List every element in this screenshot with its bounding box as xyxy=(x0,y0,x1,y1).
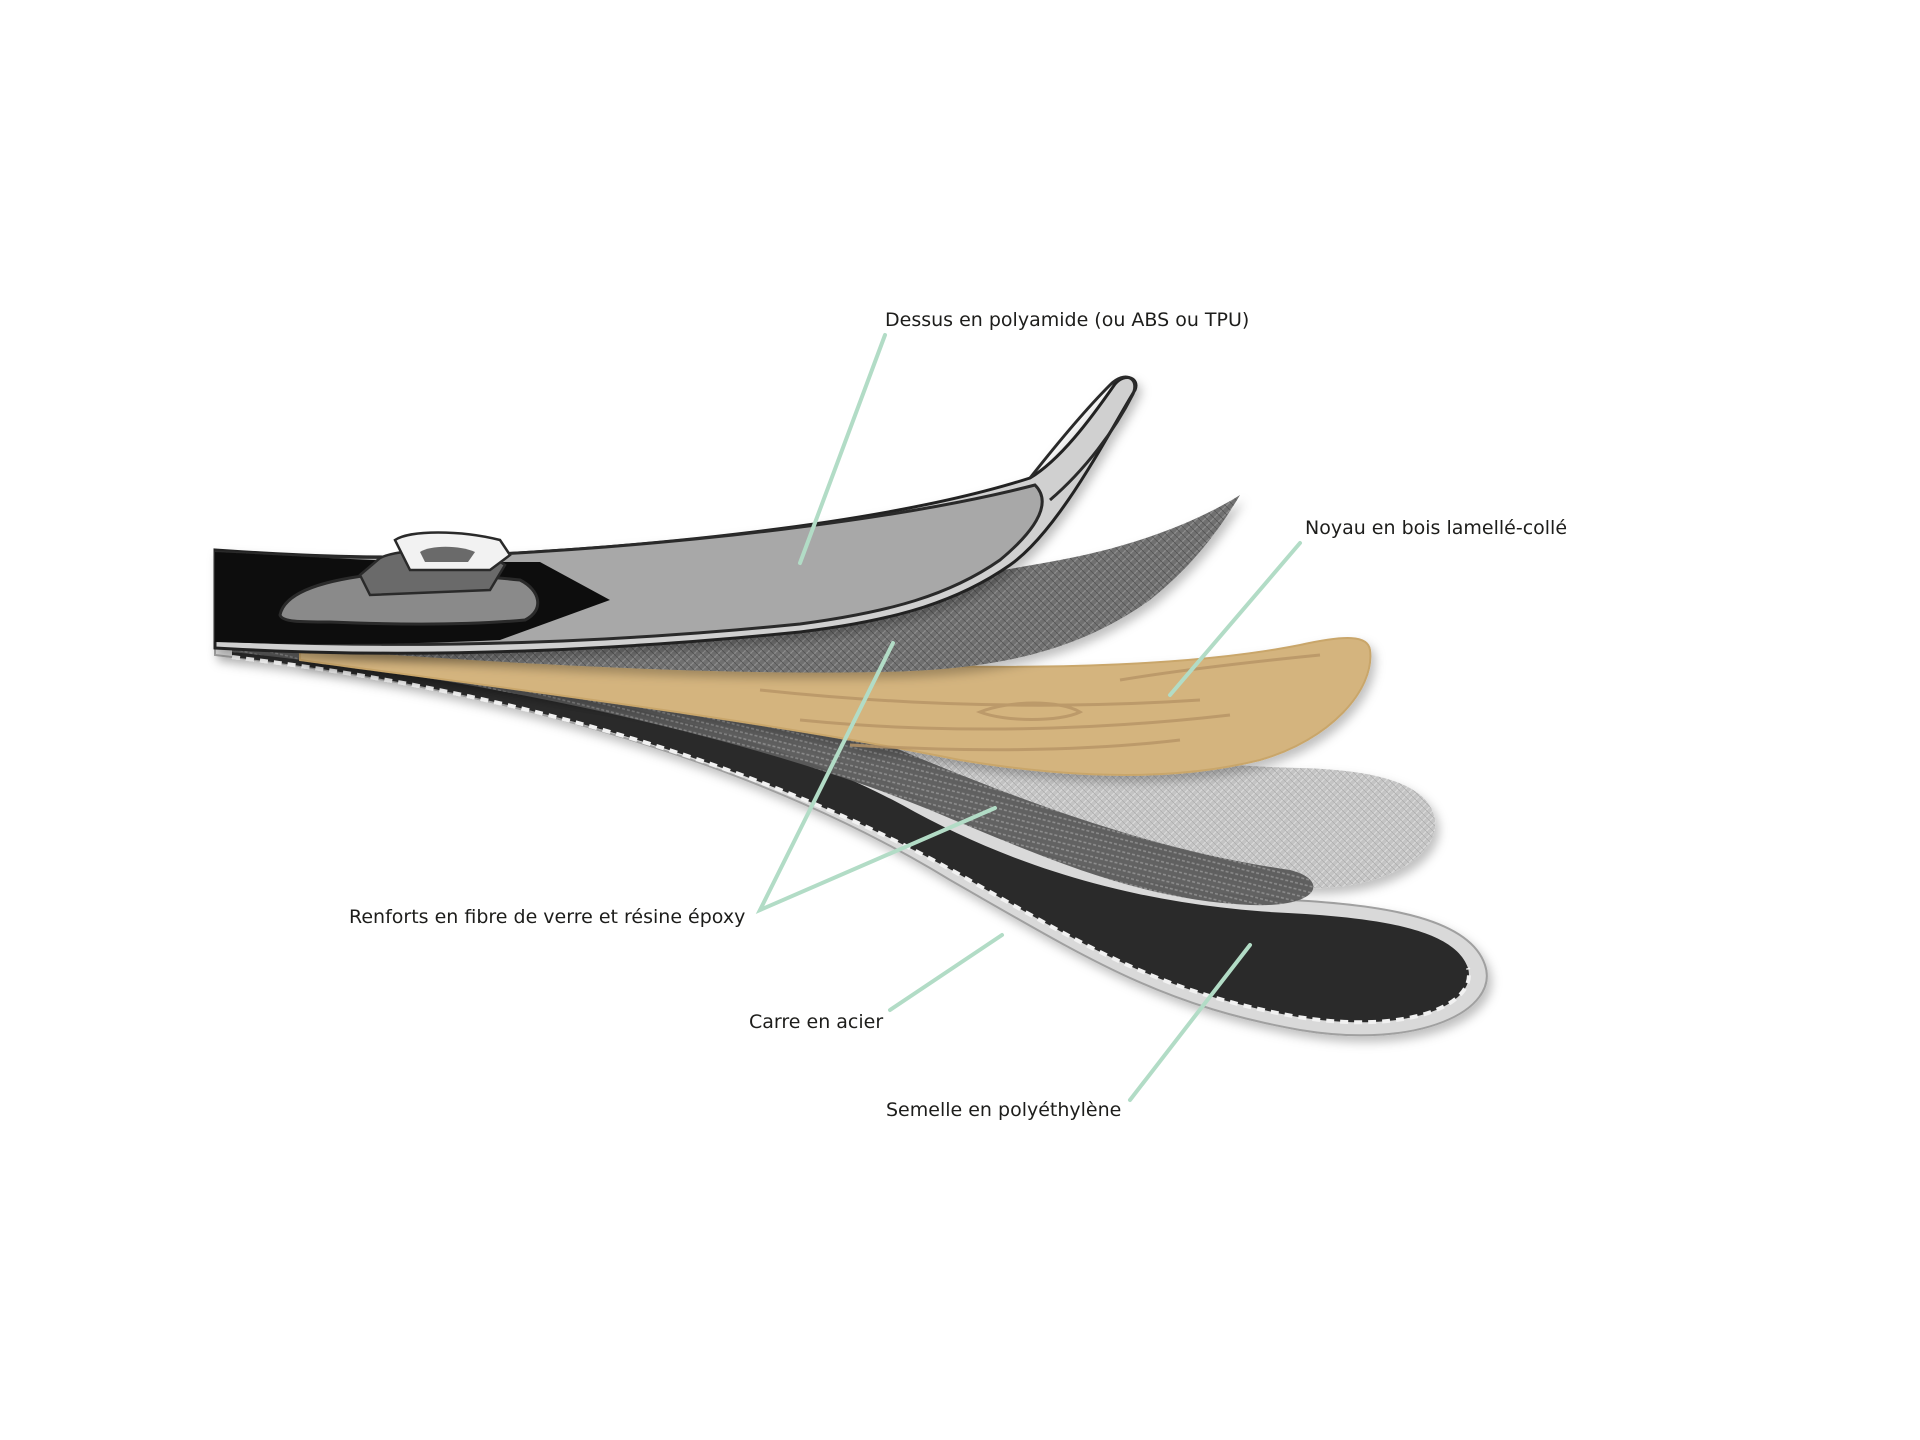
leader-lines xyxy=(755,333,1302,1102)
tip-loop xyxy=(1028,375,1137,502)
leader-edge xyxy=(888,933,1004,1012)
leader-base xyxy=(1128,943,1252,1102)
label-fiberglass-reinforcement: Renforts en fibre de verre et résine épo… xyxy=(349,906,746,928)
polyethylene-base xyxy=(232,652,1469,1023)
fiberglass-dark-layer xyxy=(232,645,1314,906)
label-steel-edge: Carre en acier xyxy=(749,1011,884,1033)
leader-reinforcement xyxy=(755,641,997,915)
label-polyethylene-base: Semelle en polyéthylène xyxy=(886,1099,1122,1121)
steel-edge-dashes xyxy=(231,655,1471,1025)
leader-top xyxy=(798,333,887,565)
label-wood-core: Noyau en bois lamellé-collé xyxy=(1305,517,1568,539)
fiberglass-light-layer xyxy=(300,645,1436,889)
leader-core xyxy=(1168,541,1302,697)
ski-binding xyxy=(278,531,540,626)
label-top-sheet: Dessus en polyamide (ou ABS ou TPU) xyxy=(885,309,1250,331)
